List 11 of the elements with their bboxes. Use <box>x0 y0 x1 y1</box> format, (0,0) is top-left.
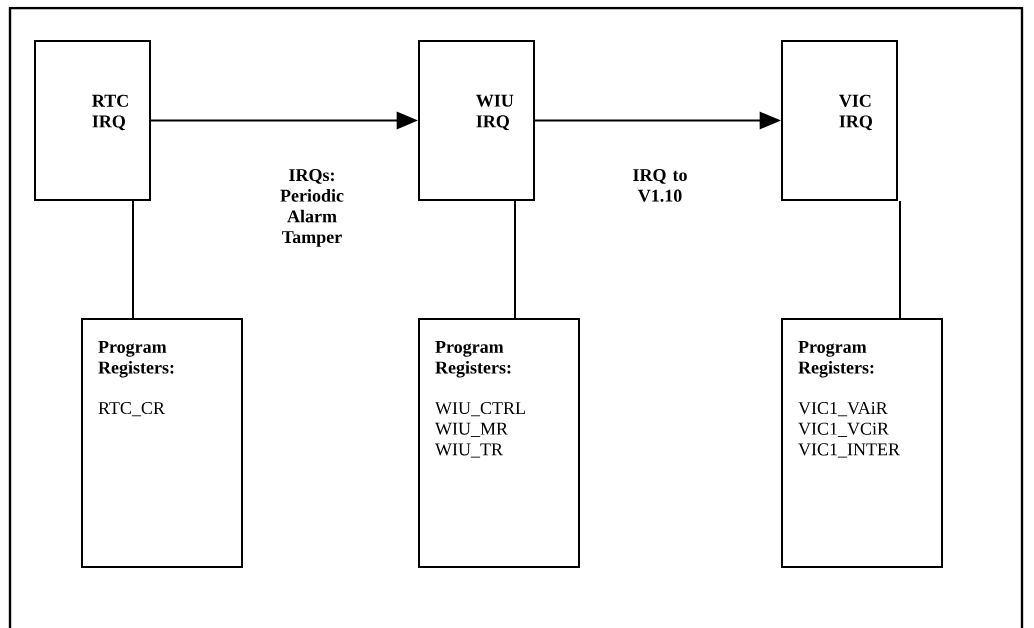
interrupt-box: RTC IRQ <box>34 40 151 201</box>
connector-line <box>132 200 134 319</box>
edge-label: IRQs: Periodic Alarm Tamper <box>280 169 344 247</box>
register-box: Program Registers: VIC1_VAiR VIC1_VCiR VIC1_INTER <box>781 318 943 568</box>
register-box: Program Registers: RTC_CR <box>81 318 243 568</box>
connector-line <box>514 200 516 319</box>
connector-line <box>899 200 901 319</box>
register-box: Program Registers: WIU_CTRL WIU_MR WIU_TR <box>418 318 580 568</box>
interrupt-box: VIC IRQ <box>781 40 898 201</box>
interrupt-box: WIU IRQ <box>418 40 535 201</box>
edge-label: IRQ to V1.10 <box>633 169 687 202</box>
